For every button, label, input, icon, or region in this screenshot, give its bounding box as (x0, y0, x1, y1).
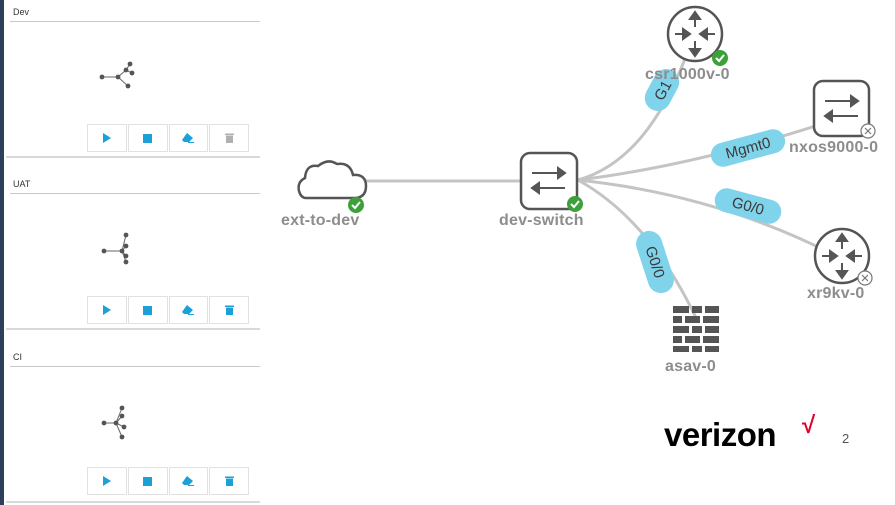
wipe-button[interactable] (168, 467, 209, 495)
topology-thumbnail (101, 405, 127, 440)
lab-title: CI (13, 352, 22, 362)
status-ok-icon (712, 50, 728, 66)
verizon-logo: verizon (664, 416, 777, 453)
delete-button[interactable] (209, 124, 249, 152)
node-label-asav: asav-0 (665, 358, 717, 375)
link-switch-csr[interactable] (577, 44, 692, 182)
link-label-nxos: Mgmt0 (710, 129, 786, 167)
lab-title: Dev (13, 7, 30, 17)
node-label-ext-to-dev: ext-to-dev (281, 212, 360, 229)
stop-icon (143, 133, 153, 143)
lab-toolbar (87, 124, 250, 152)
play-icon (102, 133, 111, 143)
trash-icon (224, 305, 234, 315)
stop-button[interactable] (127, 296, 168, 324)
node-label-nxos9000: nxos9000-0 (789, 139, 879, 156)
trash-icon (224, 476, 234, 486)
router-icon (822, 232, 862, 280)
lab-card-uat[interactable]: UAT (6, 172, 260, 330)
lab-card-dev[interactable]: Dev (6, 0, 260, 158)
play-icon (102, 305, 111, 315)
router-icon (675, 10, 715, 58)
divider (10, 21, 260, 22)
firewall-icon (673, 306, 719, 352)
link-label-asav: G0/0 (636, 230, 674, 294)
wipe-icon (182, 476, 195, 486)
node-nxos9000[interactable] (812, 79, 876, 139)
divider (10, 193, 260, 194)
switch-icon (530, 166, 567, 195)
wipe-button[interactable] (168, 124, 209, 152)
lab-card-ci[interactable]: CI (6, 345, 260, 503)
stop-icon (143, 476, 153, 486)
topology-thumbnail (99, 61, 135, 89)
trash-icon (224, 133, 234, 143)
node-dev-switch[interactable] (519, 151, 583, 212)
switch-icon (823, 94, 860, 123)
play-icon (102, 476, 111, 486)
status-ok-icon (348, 197, 364, 213)
node-asav[interactable] (673, 306, 719, 352)
status-ok-icon (567, 196, 583, 212)
link-label-csr: G1 (644, 69, 680, 111)
page-number: 2 (842, 431, 850, 446)
link-label-xr: G0/0 (714, 188, 782, 224)
divider (10, 366, 260, 367)
lab-toolbar (87, 296, 250, 324)
delete-button[interactable] (209, 296, 249, 324)
verizon-check-mark: √ (802, 412, 816, 439)
topology-thumbnail (101, 232, 129, 265)
cloud-icon (297, 160, 368, 200)
stop-button[interactable] (127, 124, 168, 152)
node-xr9kv[interactable] (813, 227, 873, 286)
lab-title: UAT (13, 179, 31, 189)
node-label-xr9kv: xr9kv-0 (807, 285, 865, 302)
node-label-dev-switch: dev-switch (499, 212, 584, 229)
start-button[interactable] (87, 296, 127, 324)
node-ext-to-dev[interactable] (297, 160, 368, 213)
wipe-icon (182, 305, 195, 315)
start-button[interactable] (87, 467, 127, 495)
link-switch-xr[interactable] (577, 178, 841, 260)
wipe-button[interactable] (168, 296, 209, 324)
link-switch-nxos[interactable] (577, 116, 841, 182)
stop-icon (143, 305, 153, 315)
delete-button[interactable] (209, 467, 249, 495)
window-edge (0, 0, 4, 505)
start-button[interactable] (87, 124, 127, 152)
node-label-csr1000v: csr1000v-0 (645, 66, 730, 83)
wipe-icon (182, 133, 195, 143)
node-csr1000v[interactable] (666, 5, 728, 66)
stop-button[interactable] (127, 467, 168, 495)
lab-toolbar (87, 467, 250, 495)
links (360, 44, 841, 321)
